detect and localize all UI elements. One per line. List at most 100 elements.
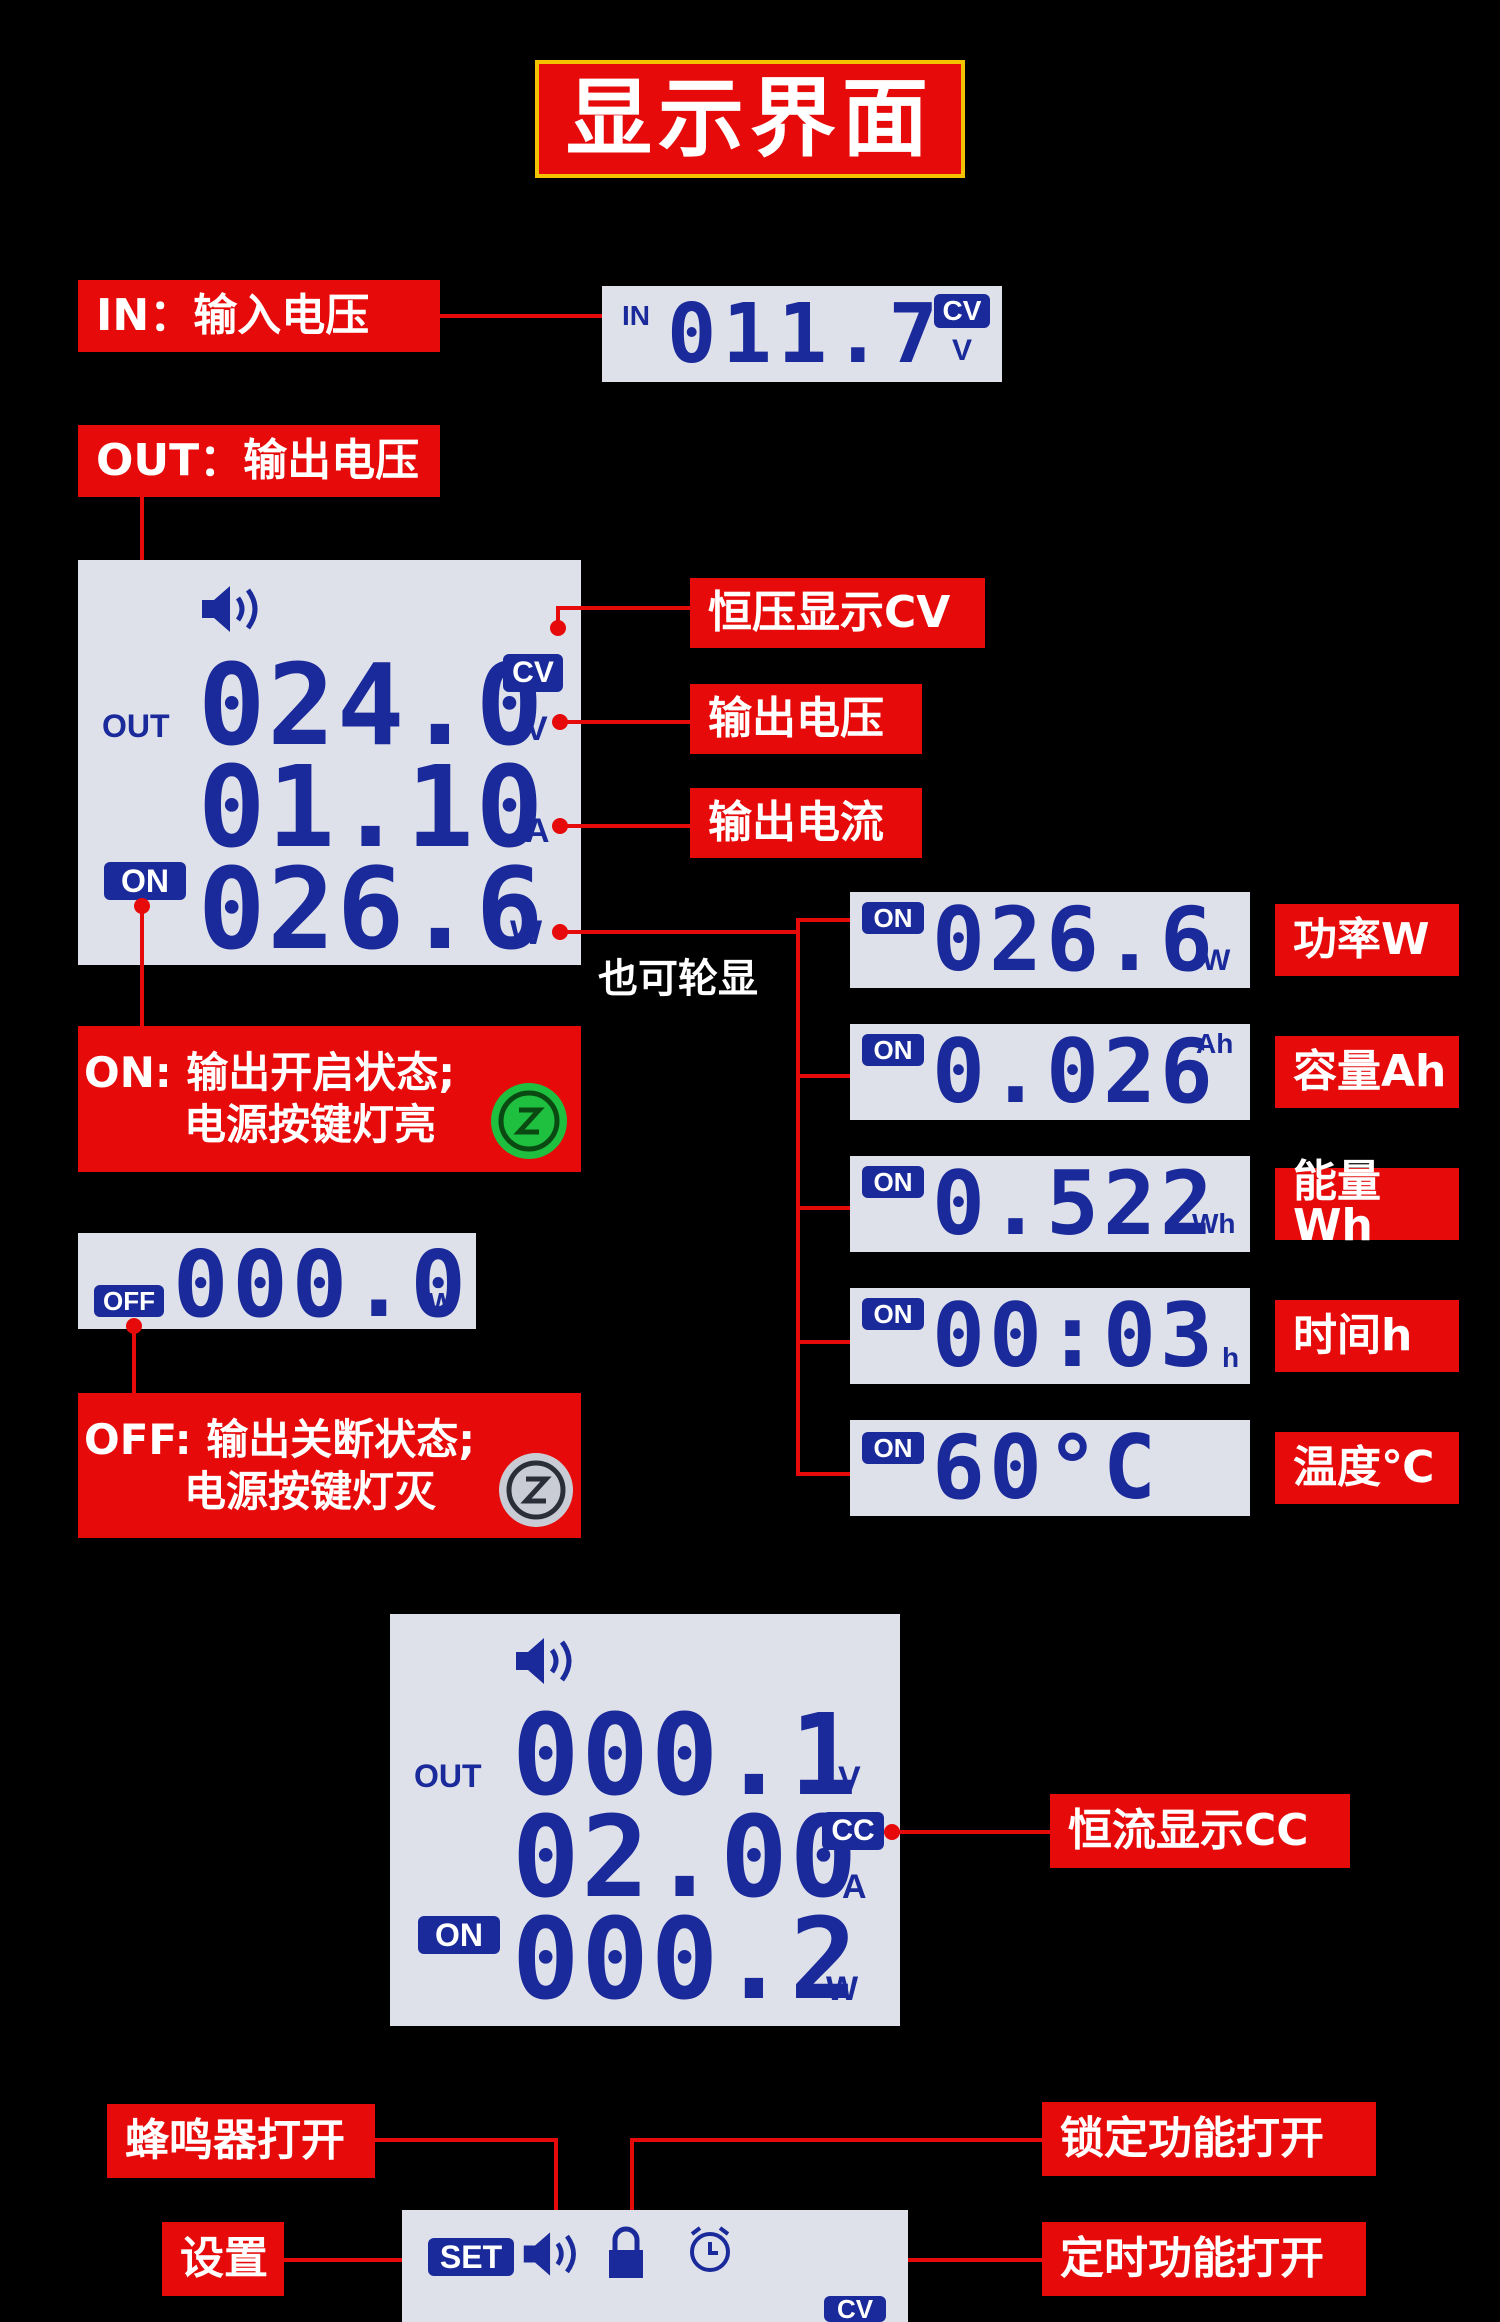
lcd-off: OFF 000.0 W <box>78 1231 476 1338</box>
on-badge: ON <box>862 1298 924 1330</box>
lcd-bottom: SET CV <box>402 2210 908 2322</box>
unit-ah: Ah <box>1196 1028 1234 1059</box>
on-line1: ON: 输出开启状态; <box>84 1048 456 1097</box>
label-energy: 能量Wh <box>1275 1160 1459 1248</box>
off-value: 000.0 <box>173 1231 470 1338</box>
page-title: 显示界面 <box>535 60 965 178</box>
temperature-value: 60°C <box>932 1416 1160 1519</box>
label-lock: 锁定功能打开 <box>1042 2102 1376 2176</box>
unit-w: W <box>510 914 543 952</box>
connector <box>796 1206 850 1210</box>
lcd-rotation-energy: ON 0.522 Wh <box>850 1156 1250 1252</box>
label-buzzer: 蜂鸣器打开 <box>107 2104 375 2178</box>
out-indicator: OUT <box>414 1758 482 1794</box>
label-timer: 定时功能打开 <box>1042 2222 1366 2296</box>
off-badge: OFF <box>94 1285 164 1317</box>
cycle-note: 也可轮显 <box>598 956 758 1002</box>
cv-badge: CV <box>934 294 990 328</box>
label-output-voltage: 输出电压 <box>690 684 922 754</box>
in-tag: IN <box>622 300 650 331</box>
on-badge: ON <box>418 1916 500 1954</box>
label-time: 时间h <box>1275 1300 1459 1372</box>
label-in: IN：输入电压 <box>78 280 440 352</box>
power-button-off-icon <box>499 1453 573 1527</box>
connector <box>556 608 560 628</box>
cv-badge: CV <box>503 654 563 692</box>
unit-v: V <box>525 710 548 748</box>
capacity-value: 0.026 <box>932 1020 1217 1123</box>
lcd-rotation-time: ON 00:03 h <box>850 1288 1250 1384</box>
cc-voltage-value: 000.1 <box>512 1691 860 1821</box>
label-output-current: 输出电流 <box>690 788 922 858</box>
set-badge: SET <box>428 2238 514 2276</box>
connector <box>375 2138 558 2142</box>
connector <box>556 606 690 610</box>
connector <box>560 824 690 828</box>
connector <box>796 1472 850 1476</box>
on-badge: ON <box>104 862 186 900</box>
connector <box>132 1326 136 1394</box>
connector <box>284 2258 422 2262</box>
connector <box>560 720 690 724</box>
lcd-rotation-capacity: ON 0.026 Ah <box>850 1024 1250 1120</box>
unit-a: A <box>842 1868 867 1906</box>
time-value: 00:03 <box>932 1284 1217 1387</box>
unit-w: W <box>1202 944 1231 977</box>
on-badge: ON <box>862 1166 924 1198</box>
cc-current-value: 02.00 <box>512 1793 860 1923</box>
alarm-clock-icon <box>690 2226 730 2272</box>
label-off-state: OFF: 输出关断状态; 电源按键灯灭 <box>78 1393 581 1538</box>
off-line1: OFF: 输出关断状态; <box>84 1414 476 1464</box>
label-cc: 恒流显示CC <box>1050 1794 1350 1868</box>
connector <box>796 918 850 922</box>
cc-badge: CC <box>822 1812 884 1850</box>
unit-v: V <box>838 1760 861 1798</box>
lock-icon <box>609 2226 643 2278</box>
unit-w: W <box>428 1287 455 1318</box>
unit-w: W <box>826 1970 859 2008</box>
power-value: 026.6 <box>932 888 1217 991</box>
energy-value: 0.522 <box>932 1152 1217 1255</box>
power-button-lit-icon <box>491 1083 567 1159</box>
connector <box>554 2138 558 2218</box>
lcd-cc: OUT 000.1 V 02.00 CC A ON 000.2 W <box>390 1614 900 2026</box>
cc-power-value: 000.2 <box>512 1895 860 2025</box>
out-current-value: 01.10 <box>198 743 546 873</box>
label-power: 功率W <box>1275 904 1459 976</box>
label-cv: 恒压显示CV <box>690 578 985 648</box>
on-badge: ON <box>862 1432 924 1464</box>
speaker-icon <box>202 586 258 632</box>
label-out: OUT：输出电压 <box>78 425 440 497</box>
lcd-main: OUT 024.0 CV V 01.10 A ON 026.6 W <box>78 560 581 975</box>
label-on-state: ON: 输出开启状态; 电源按键灯亮 <box>78 1026 581 1172</box>
connector <box>892 1830 1050 1834</box>
connector <box>440 314 610 318</box>
label-setting: 设置 <box>162 2222 284 2296</box>
out-power-value: 026.6 <box>198 845 546 975</box>
unit-wh: Wh <box>1192 1208 1236 1239</box>
off-line2: 电源按键灯灭 <box>184 1466 437 1516</box>
label-capacity: 容量Ah <box>1275 1036 1459 1108</box>
lcd-input-voltage: IN 011.7 CV V <box>602 286 1002 382</box>
cv-badge: CV <box>824 2296 886 2322</box>
on-line2: 电源按键灯亮 <box>184 1100 437 1149</box>
connector <box>630 2138 1042 2142</box>
connector <box>796 1074 850 1078</box>
connector <box>630 2138 634 2218</box>
unit-v: V <box>952 334 973 367</box>
speaker-icon <box>523 2232 576 2276</box>
out-voltage-value: 024.0 <box>198 641 546 771</box>
lcd-rotation-power: ON 026.6 W <box>850 892 1250 988</box>
out-indicator: OUT <box>102 708 170 744</box>
on-badge: ON <box>862 902 924 934</box>
connector <box>796 1340 850 1344</box>
unit-h: h <box>1222 1342 1240 1373</box>
connector <box>140 906 144 1026</box>
connector-dot <box>550 620 566 636</box>
lcd-rotation-temperature: ON 60°C <box>850 1420 1250 1516</box>
connector <box>560 930 800 934</box>
in-value: 011.7 <box>667 287 944 382</box>
speaker-icon <box>516 1638 572 1684</box>
bracket <box>796 918 800 1474</box>
unit-a: A <box>525 812 550 850</box>
